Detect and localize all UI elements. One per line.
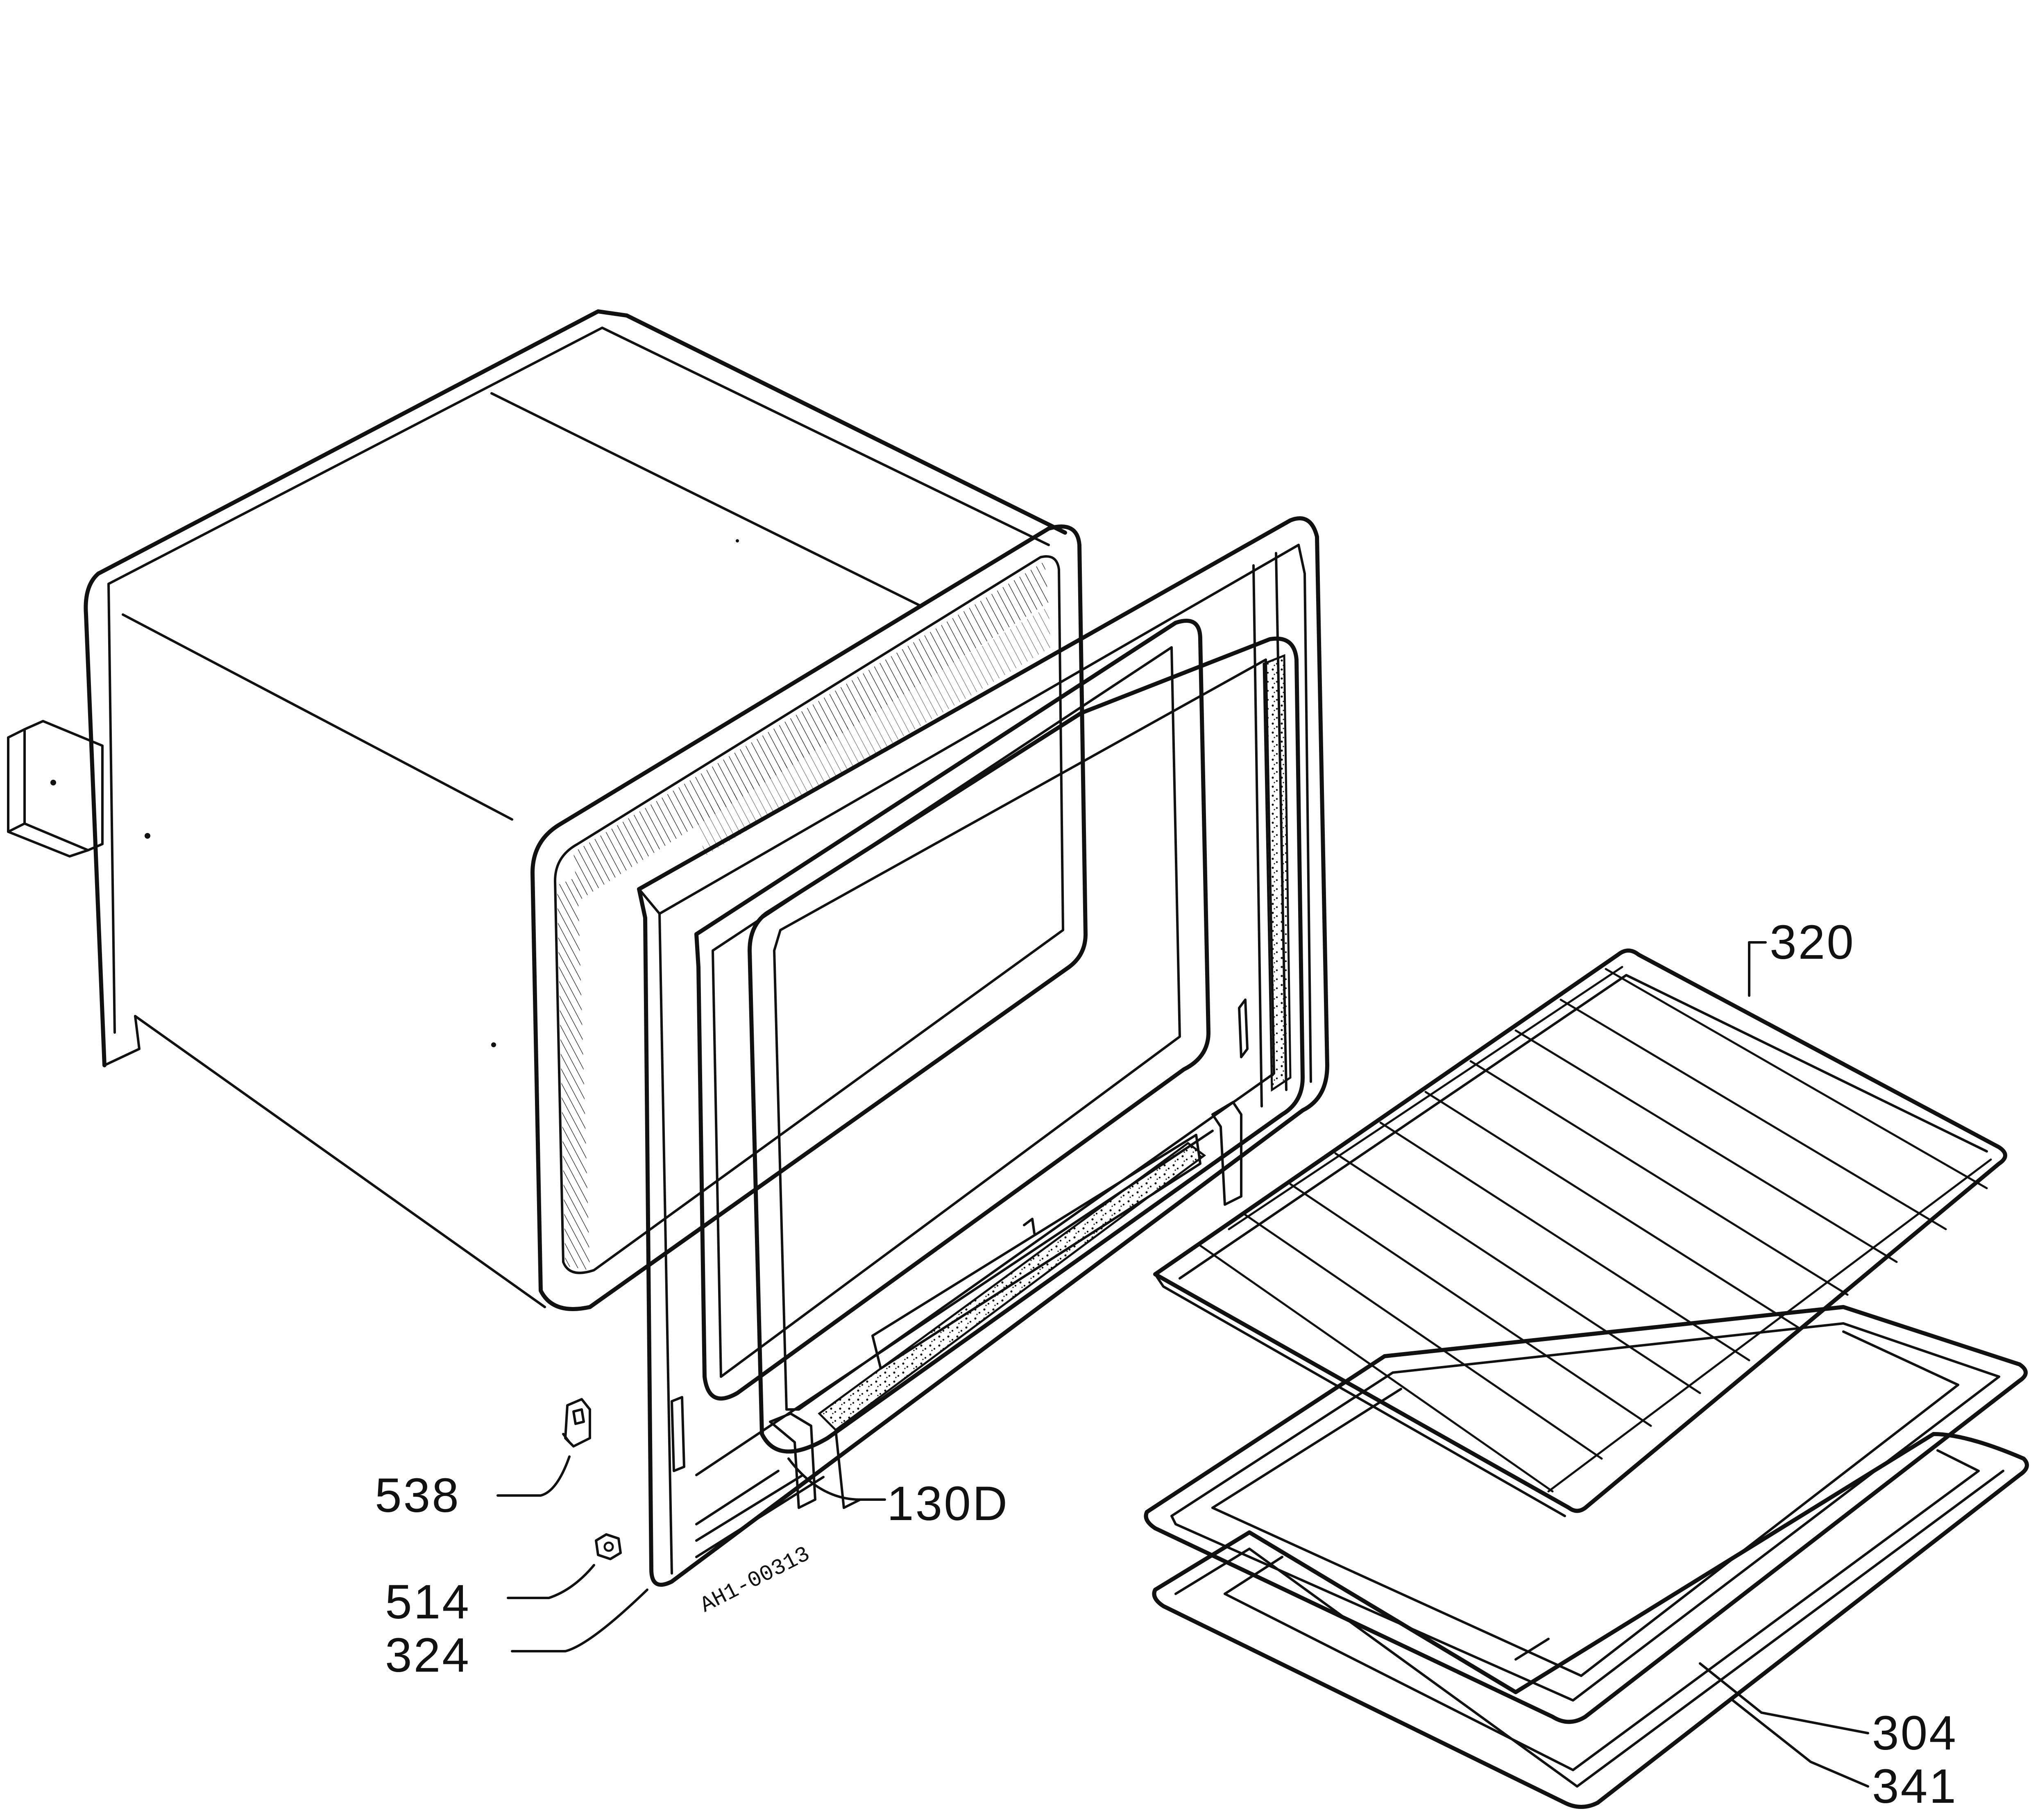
oven-cavity: [7, 309, 1067, 1308]
callout-130d: 130D: [887, 1477, 1009, 1531]
drawing-tag: AH1-00313: [696, 1542, 814, 1618]
part-538-clip: [562, 1398, 591, 1448]
callout-320: 320: [1770, 915, 1855, 969]
baking-tray: [1144, 1305, 2028, 1724]
door-seal-gasket: [530, 524, 1088, 1311]
callout-304: 304: [1872, 1706, 1958, 1760]
wire-shelf: [1153, 949, 2007, 1517]
callout-341: 341: [1872, 1759, 1958, 1813]
callout-514: 514: [385, 1575, 471, 1629]
hinge-bracket: [7, 720, 104, 858]
inner-glass-frame: [748, 636, 1305, 1509]
callout-538: 538: [375, 1468, 460, 1523]
callout-324: 324: [385, 1628, 471, 1682]
enamel-pan: [1152, 1432, 2029, 1809]
leader-lines: [496, 941, 1869, 1788]
part-514-nut: [595, 1533, 622, 1560]
